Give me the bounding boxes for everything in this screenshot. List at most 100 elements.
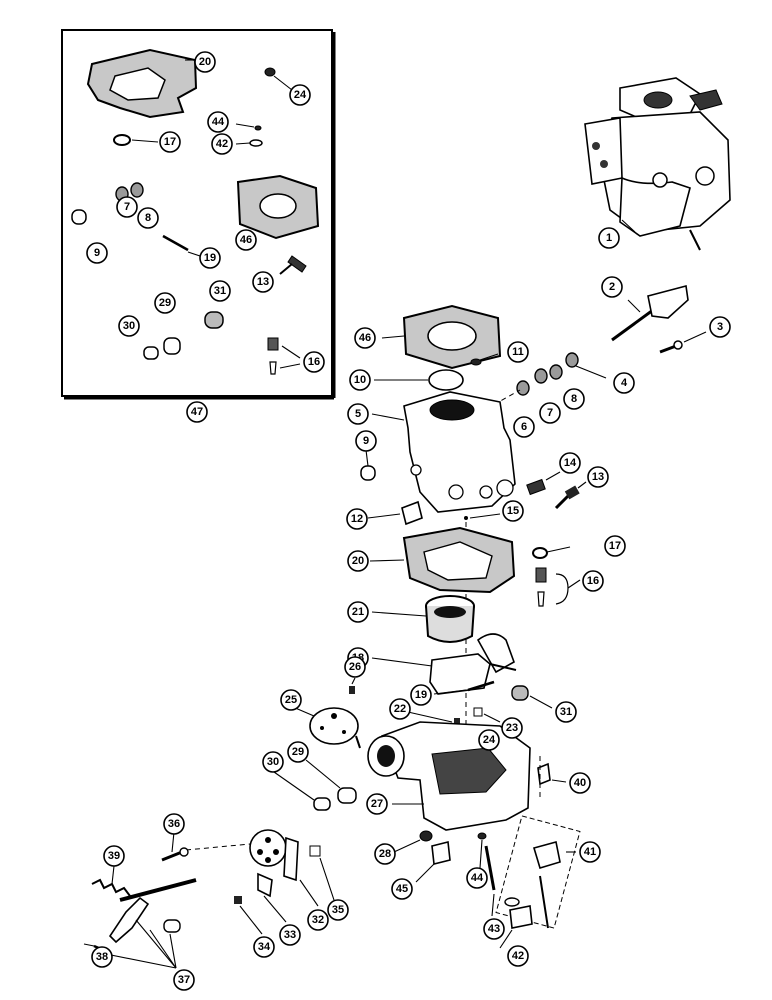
callout-2: 2 [601,276,623,298]
callout-26-text: 26 [349,661,361,673]
callout-47-kit-label: 47 [186,401,208,423]
part-17-ring [532,547,548,559]
part-3-screw [673,340,683,350]
callout-29-text: 29 [292,746,304,758]
callout-45: 45 [391,878,413,900]
callout-7-text: 7 [547,407,553,419]
part-12-plug [401,500,423,526]
part-32-lever [283,836,299,882]
callout-36: 36 [163,813,185,835]
callout-22-text: 22 [394,703,406,715]
callout-34-text: 34 [258,941,271,953]
callout-41-text: 41 [584,846,596,858]
part-16-needle [537,591,545,607]
callout-10-text: 10 [354,374,366,386]
callout-39: 39 [103,845,125,867]
part-23 [473,707,483,717]
callout-14: 14 [559,452,581,474]
callout-46-kit: 46 [235,229,257,251]
callout-2-text: 2 [609,281,615,293]
callout-43: 43 [483,918,505,940]
callout-25-text: 25 [285,694,297,706]
callout-28: 28 [374,843,396,865]
callout-42: 42 [507,945,529,967]
callout-12-text: 12 [351,513,363,525]
part-29 [337,787,357,804]
callout-21: 21 [347,601,369,623]
callout-32-text: 32 [312,914,324,926]
part-14-spring [526,478,546,496]
kit-part-24 [264,67,276,77]
callout-44: 44 [466,867,488,889]
part-28 [419,830,433,842]
callout-38: 38 [91,946,113,968]
callout-29-kit: 29 [154,292,176,314]
callout-8: 8 [563,388,585,410]
part-41-box [495,815,581,929]
callout-45-text: 45 [396,883,408,895]
callout-40-text: 40 [574,777,586,789]
callout-14-text: 14 [564,457,577,469]
part-15 [464,516,468,520]
callout-44-kit: 44 [207,111,229,133]
callout-24: 24 [478,729,500,751]
callout-23: 23 [501,717,523,739]
callout-35: 35 [327,899,349,921]
callout-33-text: 33 [284,929,296,941]
part-43-jet [484,845,496,891]
callout-6: 6 [513,416,535,438]
callout-24-kit-text: 24 [294,89,307,101]
kit-part-13 [287,255,307,273]
part-40 [537,762,551,786]
callout-20-kit: 20 [194,51,216,73]
part-37-shaft [119,878,197,902]
part-42-washer [504,897,520,907]
callout-6-text: 6 [521,421,527,433]
callout-11: 11 [507,341,529,363]
callout-35-text: 35 [332,904,344,916]
callout-46-text: 46 [359,332,371,344]
callout-9-kit: 9 [86,242,108,264]
kit-part-30 [143,346,159,360]
callout-13-kit: 13 [252,271,274,293]
part-26 [349,686,355,694]
assembled-carburetor [584,77,731,251]
callout-24-kit: 24 [289,84,311,106]
part-18-float [429,653,491,695]
callout-34: 34 [253,936,275,958]
callout-44-text: 44 [471,872,484,884]
callout-19: 19 [410,684,432,706]
part-37-lever [108,896,150,944]
callout-24-text: 24 [483,734,496,746]
callout-46: 46 [354,327,376,349]
part-34 [234,896,242,904]
callout-21-text: 21 [352,606,364,618]
kit-part-31 [204,311,224,329]
kit-part-29 [163,337,181,355]
part-39-spring [91,878,131,897]
callout-19-kit: 19 [199,247,221,269]
callout-30-kit-text: 30 [123,320,135,332]
part-11 [470,358,482,366]
kit-part-19 [162,234,189,252]
callout-7: 7 [539,402,561,424]
callout-17-kit: 17 [159,131,181,153]
callout-4: 4 [613,372,635,394]
callout-7-kit: 7 [116,196,138,218]
callout-47-kit-label-text: 47 [191,406,203,418]
callout-43-text: 43 [488,923,500,935]
kit-inset [61,29,336,400]
callout-31-text: 31 [560,706,572,718]
part-31 [511,685,529,701]
callout-16-kit: 16 [303,351,325,373]
part-42-plug [509,905,533,929]
callout-30-text: 30 [267,756,279,768]
callout-11-text: 11 [512,346,524,358]
callout-1: 1 [598,227,620,249]
kit-part-16-needle [269,361,277,375]
part-19-pin [467,680,495,692]
callout-29: 29 [287,741,309,763]
part-25-plate [309,707,359,745]
callout-25: 25 [280,689,302,711]
